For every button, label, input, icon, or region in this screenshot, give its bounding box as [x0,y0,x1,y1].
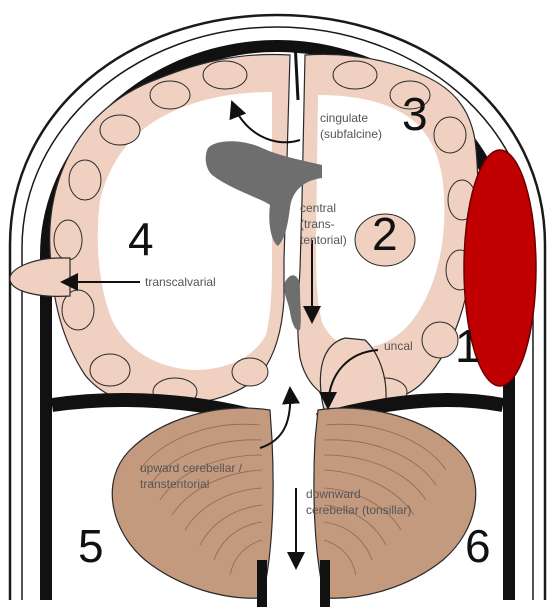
label-subfalcine: (subfalcine) [320,127,382,141]
label-cingulate: cingulate [320,111,368,125]
number-1: 1 [455,320,481,372]
number-2: 2 [372,208,398,260]
label-uncal: uncal [384,339,413,353]
number-6: 6 [465,520,491,572]
label-tentorial: tentorial) [300,233,347,247]
label-downward: downward [306,487,361,501]
label-upward-cerebellar: upward cerebellar / [140,461,243,475]
label-transcalvarial: transcalvarial [145,275,216,289]
label-cerebellar-tonsillar: cerebellar (tonsillar) [306,503,411,517]
label-central: central [300,201,336,215]
label-trans: (trans- [300,217,335,231]
number-3: 3 [402,88,428,140]
label-transtentorial: transtentorial [140,477,209,491]
number-4: 4 [128,213,154,265]
transcalvarial-tissue [10,258,70,296]
number-5: 5 [78,520,104,572]
